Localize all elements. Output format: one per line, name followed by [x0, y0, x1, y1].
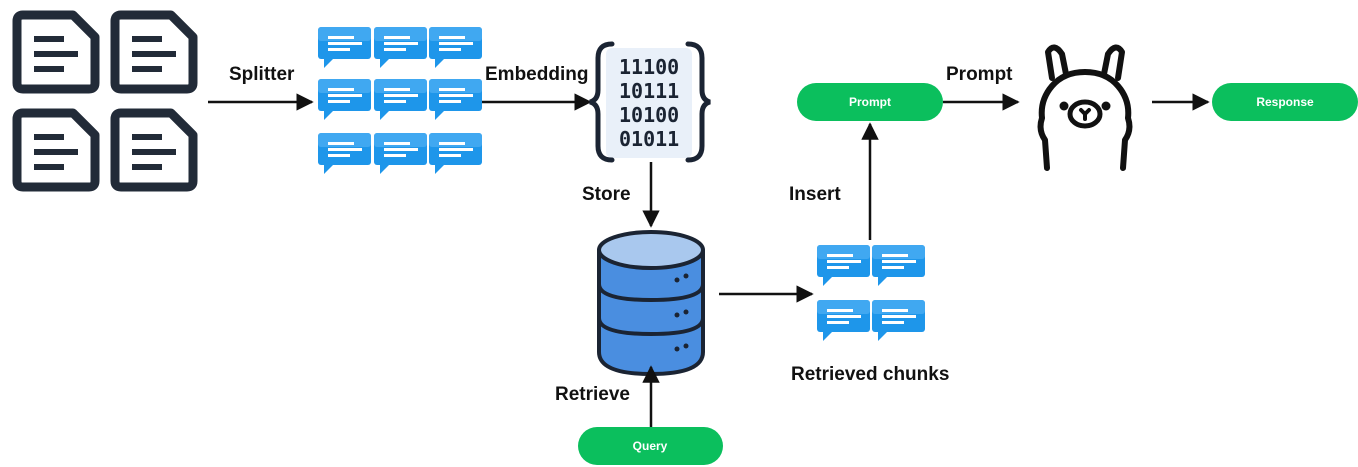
document-icon [17, 15, 95, 89]
binary-braces-icon: 11100 10111 10100 01011 [589, 41, 711, 163]
chat-bubble-icon [374, 27, 427, 68]
chat-bubble-icon [429, 27, 482, 68]
chunks-grid [318, 27, 482, 174]
database-icon [597, 230, 705, 376]
insert-label: Insert [789, 184, 841, 205]
document-icon [17, 113, 95, 187]
prompt-button[interactable]: Prompt [797, 83, 943, 121]
binary-row: 10100 [619, 103, 679, 127]
binary-row: 11100 [619, 55, 679, 79]
splitter-label: Splitter [229, 64, 295, 85]
llama-icon [1037, 44, 1133, 171]
chat-bubble-icon [318, 79, 371, 120]
query-button-label: Query [633, 439, 668, 453]
retrieved-chunks-label: Retrieved chunks [791, 364, 949, 385]
prompt-button-label: Prompt [849, 95, 891, 109]
documents-group [17, 15, 193, 187]
prompt-arrow-label: Prompt [946, 64, 1013, 85]
response-button-label: Response [1256, 95, 1314, 109]
chat-bubble-icon [817, 245, 870, 286]
chat-bubble-icon [429, 133, 482, 174]
embedding-label: Embedding [485, 64, 588, 85]
response-button[interactable]: Response [1212, 83, 1358, 121]
binary-row: 10111 [619, 79, 679, 103]
query-button[interactable]: Query [578, 427, 723, 465]
chat-bubble-icon [429, 79, 482, 120]
retrieve-label: Retrieve [555, 384, 630, 405]
chat-bubble-icon [872, 245, 925, 286]
chat-bubble-icon [318, 27, 371, 68]
chat-bubble-icon [817, 300, 870, 341]
chat-bubble-icon [374, 79, 427, 120]
retrieved-chunks-grid [817, 245, 925, 341]
chat-bubble-icon [318, 133, 371, 174]
binary-row: 01011 [619, 127, 679, 151]
store-label: Store [582, 184, 631, 205]
document-icon [115, 113, 193, 187]
chat-bubble-icon [872, 300, 925, 341]
chat-bubble-icon [374, 133, 427, 174]
document-icon [115, 15, 193, 89]
